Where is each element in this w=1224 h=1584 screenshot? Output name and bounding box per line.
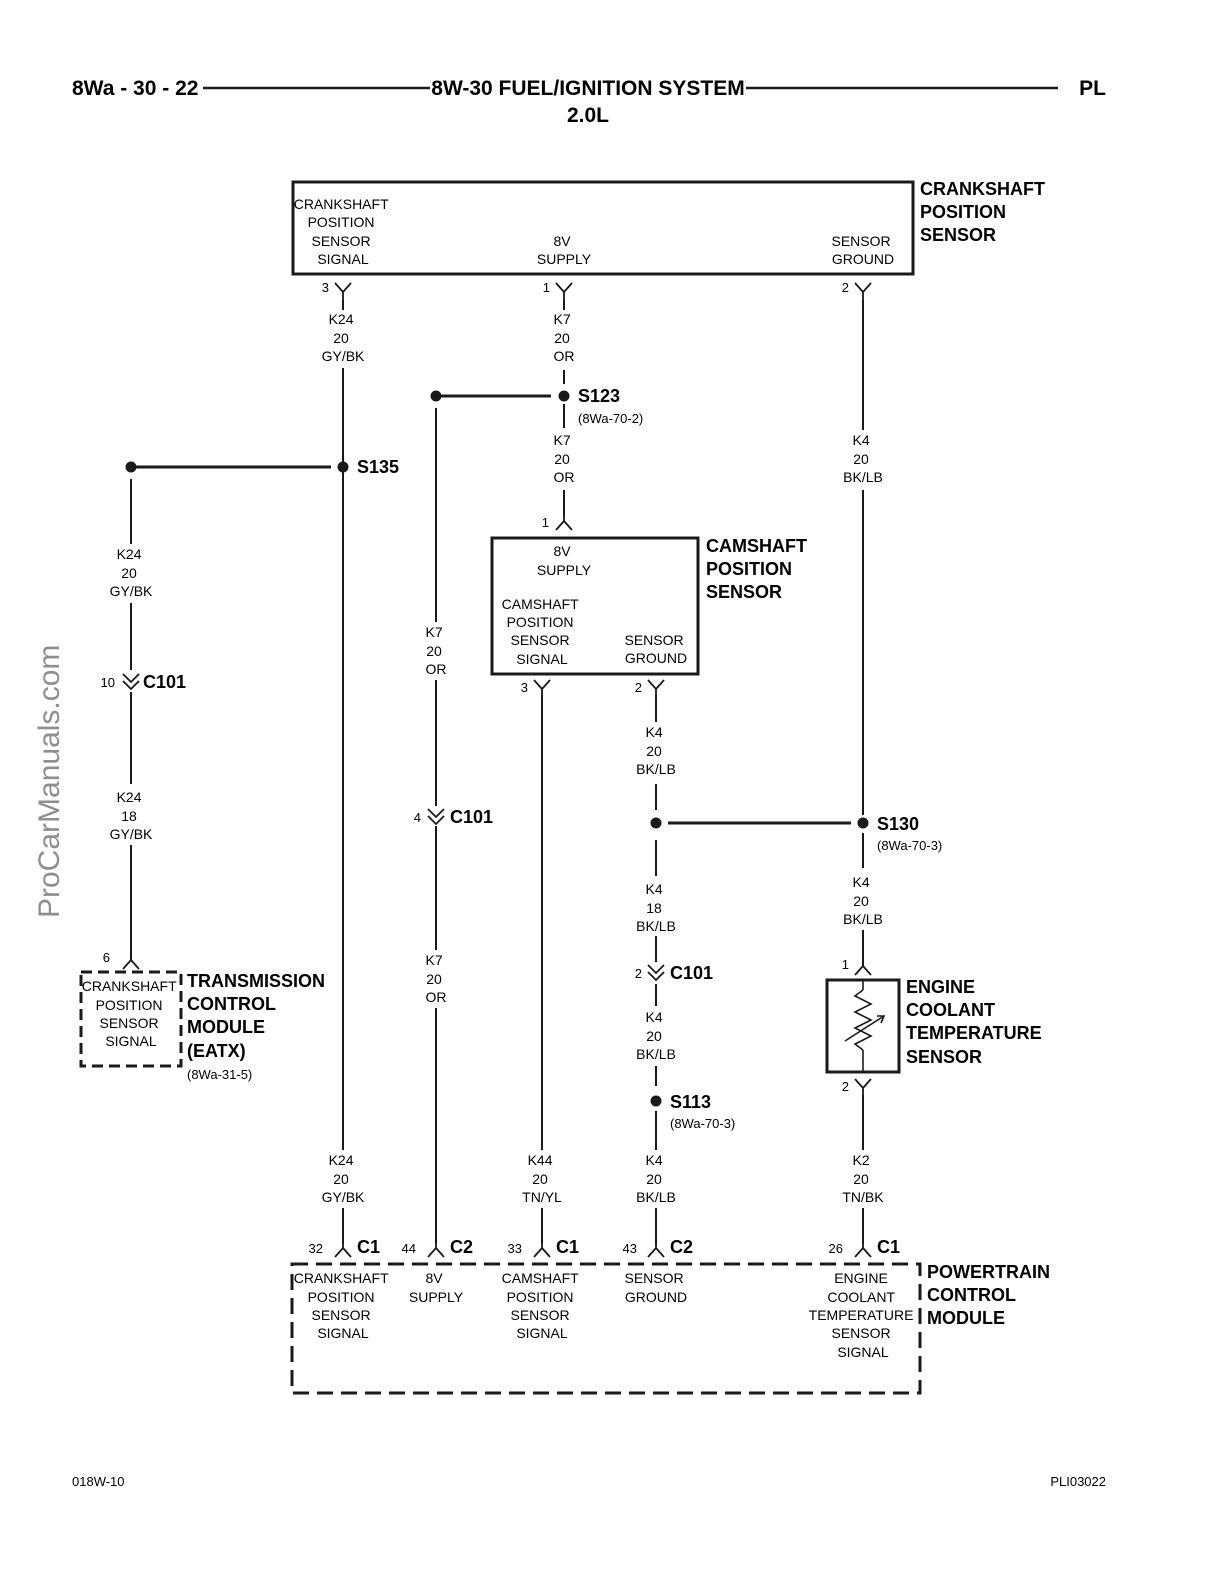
- pcm-pin-44: 44: [402, 1241, 416, 1256]
- cmp-supply-label: 8V SUPPLY: [537, 543, 592, 578]
- wire-k4-after-c101: K4 20 BK/LB: [636, 1009, 676, 1062]
- ckp-pin-1: 1: [543, 280, 550, 295]
- c101-a-pin: 10: [101, 675, 115, 690]
- wire-k7-left: K7 20 OR: [425, 624, 446, 677]
- wire-k24-pcm: K24 20 GY/BK: [322, 1152, 365, 1205]
- pcm-cmp-signal-label: CAMSHAFT POSITION SENSOR SIGNAL: [502, 1270, 583, 1341]
- pcm-pin-26: 26: [829, 1241, 843, 1256]
- model-code: PL: [1079, 77, 1106, 100]
- thermistor-symbol: [844, 980, 886, 1072]
- splice-s135: S135: [357, 457, 399, 477]
- watermark-text: ProCarManuals.com: [33, 645, 66, 918]
- wire-k7-left-low: K7 20 OR: [425, 952, 446, 1005]
- ckp-pin-2: 2: [842, 280, 849, 295]
- cmp-pin-3: 3: [521, 680, 528, 695]
- wire-k4-cmp: K4 20 BK/LB: [636, 724, 676, 777]
- tcm-module-name: TRANSMISSION CONTROL MODULE (EATX): [187, 971, 330, 1061]
- pcm-conn-c1-a: C1: [357, 1237, 380, 1257]
- wire-k7-top: K7 20 OR: [553, 311, 574, 364]
- c101-a-label: C101: [143, 672, 186, 692]
- pcm-conn-c2-b: C2: [670, 1237, 693, 1257]
- s135-branch-dot: [125, 461, 137, 473]
- pcm-pin-32: 32: [309, 1241, 323, 1256]
- s130-branch-dot: [650, 817, 662, 829]
- cmp-signal-label: CAMSHAFT POSITION SENSOR SIGNAL: [502, 596, 583, 667]
- ckp-ground-label: SENSOR GROUND: [831, 233, 894, 267]
- ect-sensor-name: ENGINE COOLANT TEMPERATURE SENSOR: [906, 977, 1047, 1067]
- wire-k44-pcm: K44 20 TN/YL: [522, 1152, 562, 1205]
- footer-right-code: PLI03022: [1050, 1474, 1106, 1489]
- s130-dot: [857, 817, 869, 829]
- splice-dots: [125, 390, 869, 1107]
- pcm-conn-c2-a: C2: [450, 1237, 473, 1257]
- pcm-conn-c1-c: C1: [877, 1237, 900, 1257]
- wire-k24-left: K24 20 GY/BK: [110, 546, 153, 599]
- page-number: 8Wa - 30 - 22: [72, 77, 198, 100]
- splice-s123: S123: [578, 386, 620, 406]
- cmp-sensor-name: CAMSHAFT POSITION SENSOR: [706, 536, 812, 602]
- page-subtitle: 2.0L: [567, 104, 609, 127]
- wire-k24-top: K24 20 GY/BK: [322, 311, 365, 364]
- pcm-ground-label: SENSOR GROUND: [624, 1270, 687, 1305]
- wire-k4-right-mid: K4 20 BK/LB: [843, 874, 883, 927]
- s135-dot: [337, 461, 349, 473]
- pcm-supply-label: 8V SUPPLY: [409, 1270, 464, 1305]
- c101-c-pin: 2: [635, 966, 642, 981]
- splice-s113: S113: [670, 1092, 711, 1112]
- tcm-pin-6: 6: [103, 950, 110, 965]
- c101-c-label: C101: [670, 963, 713, 983]
- cmp-pin-2: 2: [635, 680, 642, 695]
- pcm-conn-c1-b: C1: [556, 1237, 579, 1257]
- ckp-sensor-name: CRANKSHAFT POSITION SENSOR: [920, 179, 1050, 245]
- wire-k4-right-top: K4 20 BK/LB: [843, 432, 883, 485]
- ckp-supply-label: 8V SUPPLY: [537, 233, 592, 267]
- ect-pin-1: 1: [842, 957, 849, 972]
- page-title: 8W-30 FUEL/IGNITION SYSTEM: [431, 77, 744, 100]
- tcm-pin-label: CRANKSHAFT POSITION SENSOR SIGNAL: [82, 978, 181, 1049]
- tcm-module-box: [79, 970, 183, 1068]
- footer-left-code: 018W-10: [72, 1474, 125, 1489]
- splice-s113-ref: (8Wa-70-3): [670, 1116, 735, 1131]
- wire-lines: [130, 300, 864, 1244]
- ckp-pin-3: 3: [322, 280, 329, 295]
- pcm-ect-signal-label: ENGINE COOLANT TEMPERATURE SENSOR SIGNAL: [809, 1270, 918, 1360]
- s123-branch-dot: [430, 390, 442, 402]
- ckp-sensor-box: [291, 180, 915, 276]
- wire-k2-pcm: K2 20 TN/BK: [842, 1152, 884, 1205]
- pcm-pin-33: 33: [508, 1241, 522, 1256]
- cmp-ground-label: SENSOR GROUND: [624, 632, 687, 666]
- wire-k24-left-low: K24 18 GY/BK: [110, 789, 153, 842]
- tcm-ref: (8Wa-31-5): [187, 1067, 252, 1082]
- pcm-module-name: POWERTRAIN CONTROL MODULE: [927, 1262, 1055, 1328]
- c101-b-label: C101: [450, 807, 493, 827]
- pcm-pin-43: 43: [623, 1241, 637, 1256]
- s113-dot: [650, 1095, 662, 1107]
- wire-k7-mid: K7 20 OR: [553, 432, 574, 485]
- ect-pin-2: 2: [842, 1079, 849, 1094]
- splice-s123-ref: (8Wa-70-2): [578, 411, 643, 426]
- c101-b-pin: 4: [414, 810, 421, 825]
- splice-s130-ref: (8Wa-70-3): [877, 838, 942, 853]
- cmp-sensor-box: [490, 536, 700, 676]
- wire-k4-pcm: K4 20 BK/LB: [636, 1152, 676, 1205]
- s123-dot: [558, 390, 570, 402]
- cmp-pin-1: 1: [542, 515, 549, 530]
- pcm-module-box: [290, 1262, 922, 1395]
- wire-k4-18: K4 18 BK/LB: [636, 881, 676, 934]
- ckp-signal-label: CRANKSHAFT POSITION SENSOR SIGNAL: [294, 196, 393, 267]
- pcm-ckp-signal-label: CRANKSHAFT POSITION SENSOR SIGNAL: [294, 1270, 393, 1341]
- terminal-marks: [122, 282, 872, 1258]
- splice-s130: S130: [877, 814, 919, 834]
